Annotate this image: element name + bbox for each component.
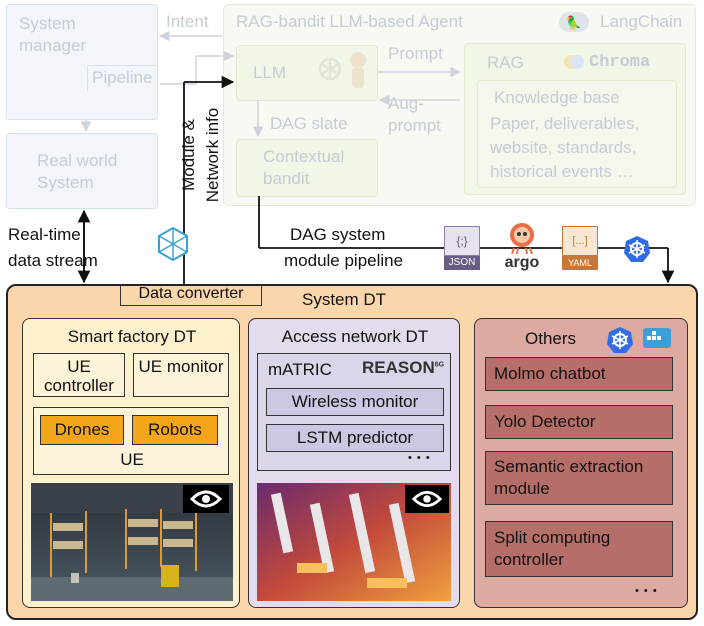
module-network-info-label: Module & Network info	[177, 95, 227, 215]
reason-logo: REASON6G	[362, 358, 444, 378]
others-ellipsis: • • •	[635, 585, 658, 597]
others-panel: Others Molmo chatbot Yolo Detector Seman…	[474, 318, 688, 608]
ue-controller-box: UE controller	[33, 353, 125, 397]
split-computing-item: Split computing controller	[485, 521, 673, 577]
matric-label: mATRIC	[268, 360, 332, 379]
rag-box: RAG Chroma Knowledge base Paper, deliver…	[464, 43, 686, 195]
llm-box: LLM	[236, 45, 378, 101]
system-manager-box: System manager Pipeline	[6, 4, 158, 120]
network-heatmap-image	[257, 483, 451, 601]
module-network-line-2: Network info	[203, 107, 222, 203]
langchain-icon: 🦜	[559, 11, 589, 33]
argo-label: argo	[504, 254, 540, 271]
wireless-monitor-box: Wireless monitor	[266, 388, 444, 416]
realtime-line-1: Real-time	[8, 225, 81, 244]
access-network-title: Access network DT	[281, 327, 429, 346]
kb-line-2: website, standards,	[490, 138, 637, 157]
system-dt-box: System DT Data converter Smart factory D…	[6, 284, 698, 620]
kb-line-1: Paper, deliverables,	[490, 114, 640, 133]
dag-slate-label: DAG slate	[270, 114, 348, 133]
kb-line-3: historical events …	[490, 162, 634, 181]
reason-6g: 6G	[434, 361, 445, 369]
kubernetes-icon	[605, 325, 635, 355]
lstm-predictor-box: LSTM predictor	[266, 424, 444, 452]
svg-text:🦜: 🦜	[566, 14, 582, 31]
rag-label: RAG	[487, 53, 524, 72]
semantic-extraction-item: Semantic extraction module	[485, 451, 673, 505]
module-network-line-1: Module &	[179, 119, 198, 191]
agent-title: RAG-bandit LLM-based Agent	[236, 12, 463, 31]
robots-box: Robots	[132, 415, 218, 445]
real-world-system-box: Real world System	[6, 133, 158, 209]
access-network-ellipsis: • • •	[408, 452, 431, 464]
chroma-icon	[563, 52, 585, 72]
aug-prompt-label: Aug-prompt	[388, 94, 441, 135]
argo-icon: argo	[500, 222, 544, 274]
json-file-icon: {;} JSON	[444, 226, 480, 272]
system-manager-label: System manager	[19, 14, 87, 55]
data-converter-box: Data converter	[120, 284, 262, 306]
nvidia-icon	[405, 485, 449, 513]
access-network-panel: Access network DT mATRIC REASON6G Wirele…	[248, 318, 460, 608]
dag-line-1: DAG system	[290, 225, 386, 244]
others-title: Others	[525, 329, 577, 348]
json-label: JSON	[444, 256, 480, 270]
yolo-detector-item: Yolo Detector	[485, 405, 673, 439]
langchain-label: LangChain	[600, 12, 683, 31]
dag-pipeline-label: DAG system module pipeline	[284, 222, 403, 274]
intent-label: Intent	[166, 12, 209, 31]
contextual-bandit-label: Contextual bandit	[263, 147, 345, 188]
ue-box: Drones Robots UE	[33, 407, 229, 475]
docker-icon	[639, 323, 675, 353]
molmo-chatbot-item: Molmo chatbot	[485, 357, 673, 391]
real-world-label: Real world System	[37, 151, 118, 192]
llm-label: LLM	[253, 63, 287, 82]
opengl-icon	[156, 226, 190, 262]
realtime-line-2: data stream	[8, 251, 98, 270]
contextual-bandit-box: Contextual bandit	[236, 139, 378, 197]
yaml-file-icon: [...] YAML	[562, 226, 598, 272]
knowledge-base-box: Knowledge base Paper, deliverables, webs…	[477, 80, 677, 188]
system-dt-title: System DT	[302, 290, 387, 309]
ue-monitor-box: UE monitor	[133, 353, 229, 397]
agent-box: RAG-bandit LLM-based Agent 🦜 LangChain L…	[223, 4, 696, 206]
matric-box: mATRIC REASON6G Wireless monitor LSTM pr…	[257, 353, 451, 471]
json-braces: {;}	[444, 226, 480, 256]
smart-factory-panel: Smart factory DT UE controller UE monito…	[22, 318, 240, 608]
knowledge-base-title: Knowledge base	[494, 88, 620, 107]
openai-icon	[315, 54, 345, 84]
nvidia-icon	[183, 485, 229, 513]
ue-label: UE	[120, 450, 144, 469]
smart-factory-title: Smart factory DT	[67, 327, 197, 346]
dag-line-2: module pipeline	[284, 251, 404, 270]
pipeline-label: Pipeline	[87, 65, 157, 91]
realtime-data-stream-label: Real-time data stream	[8, 222, 98, 274]
llama-icon	[345, 50, 373, 90]
chroma-label: Chroma	[589, 53, 651, 72]
drones-box: Drones	[40, 415, 124, 445]
kubernetes-icon	[622, 234, 652, 264]
yaml-label: YAML	[562, 256, 598, 270]
reason-label: REASON	[362, 358, 435, 377]
yaml-bracket: [...]	[562, 226, 598, 256]
prompt-label: Prompt	[388, 44, 443, 63]
